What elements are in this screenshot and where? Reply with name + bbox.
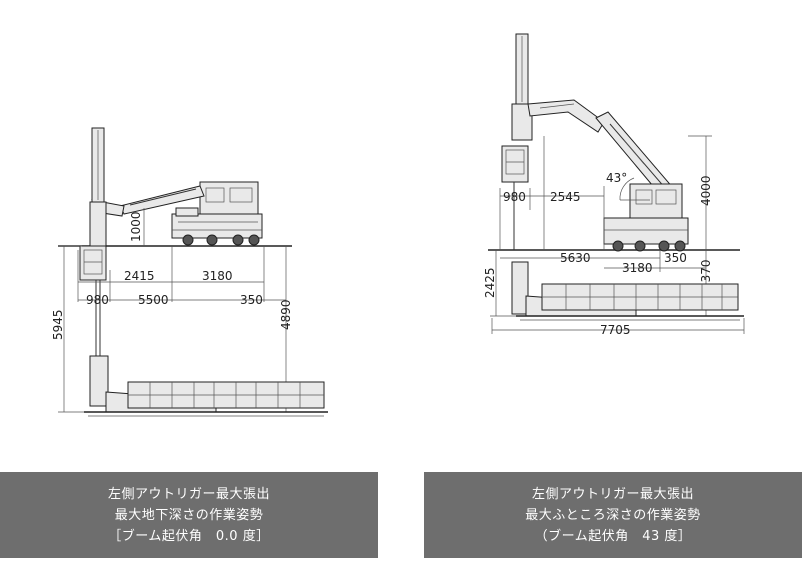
right-dim-350: 350 bbox=[664, 251, 687, 265]
right-dim-3180: 3180 bbox=[622, 261, 653, 275]
left-dim-4890: 4890 bbox=[279, 299, 293, 330]
left-dim-5945: 5945 bbox=[51, 309, 65, 340]
left-dim-980: 980 bbox=[86, 293, 109, 307]
left-dim-1000: 1000 bbox=[129, 211, 143, 242]
right-angle-arc bbox=[619, 177, 635, 201]
right-dim-2545: 2545 bbox=[550, 190, 581, 204]
left-lower-vehicle bbox=[84, 355, 328, 417]
left-boom bbox=[89, 127, 205, 247]
right-caption-line3: （ブーム起伏角 43 度］ bbox=[534, 528, 692, 544]
right-dim-1370: 1370 bbox=[699, 259, 713, 290]
left-gondola bbox=[79, 245, 107, 358]
right-caption-line2: 最大ふところ深さの作業姿勢 bbox=[525, 507, 701, 523]
left-dim-3180: 3180 bbox=[202, 269, 233, 283]
drawing-canvas: 1000 2415 3180 980 5500 350 5945 4890 bbox=[51, 33, 745, 417]
right-diagram: 43° 980 2545 4000 5630 3180 350 1370 242… bbox=[483, 33, 745, 337]
right-boom bbox=[595, 111, 681, 205]
left-caption: 左側アウトリガー最大張出 最大地下深さの作業姿勢 ［ブーム起伏角 0.0 度］ bbox=[0, 472, 378, 558]
right-truck bbox=[603, 183, 689, 252]
left-dim-350: 350 bbox=[240, 293, 263, 307]
right-mast bbox=[511, 33, 605, 141]
left-dim-5500: 5500 bbox=[138, 293, 169, 307]
right-gondola bbox=[501, 145, 529, 250]
left-truck bbox=[171, 181, 263, 246]
right-caption: 左側アウトリガー最大張出 最大ふところ深さの作業姿勢 （ブーム起伏角 43 度］ bbox=[424, 472, 802, 558]
left-caption-line2: 最大地下深さの作業姿勢 bbox=[114, 507, 264, 523]
right-angle-label: 43° bbox=[606, 171, 627, 185]
right-dim-2425: 2425 bbox=[483, 267, 497, 298]
left-dim-2415: 2415 bbox=[124, 269, 155, 283]
right-dim-5630: 5630 bbox=[560, 251, 591, 265]
left-caption-line3: ［ブーム起伏角 0.0 度］ bbox=[108, 528, 270, 544]
right-dim-7705: 7705 bbox=[600, 323, 631, 337]
left-caption-line1: 左側アウトリガー最大張出 bbox=[107, 486, 270, 502]
right-lower-vehicle bbox=[511, 261, 744, 321]
left-diagram: 1000 2415 3180 980 5500 350 5945 4890 bbox=[51, 127, 328, 417]
right-dim-980: 980 bbox=[503, 190, 526, 204]
right-caption-line1: 左側アウトリガー最大張出 bbox=[531, 486, 694, 502]
right-dim-4000: 4000 bbox=[699, 175, 713, 206]
